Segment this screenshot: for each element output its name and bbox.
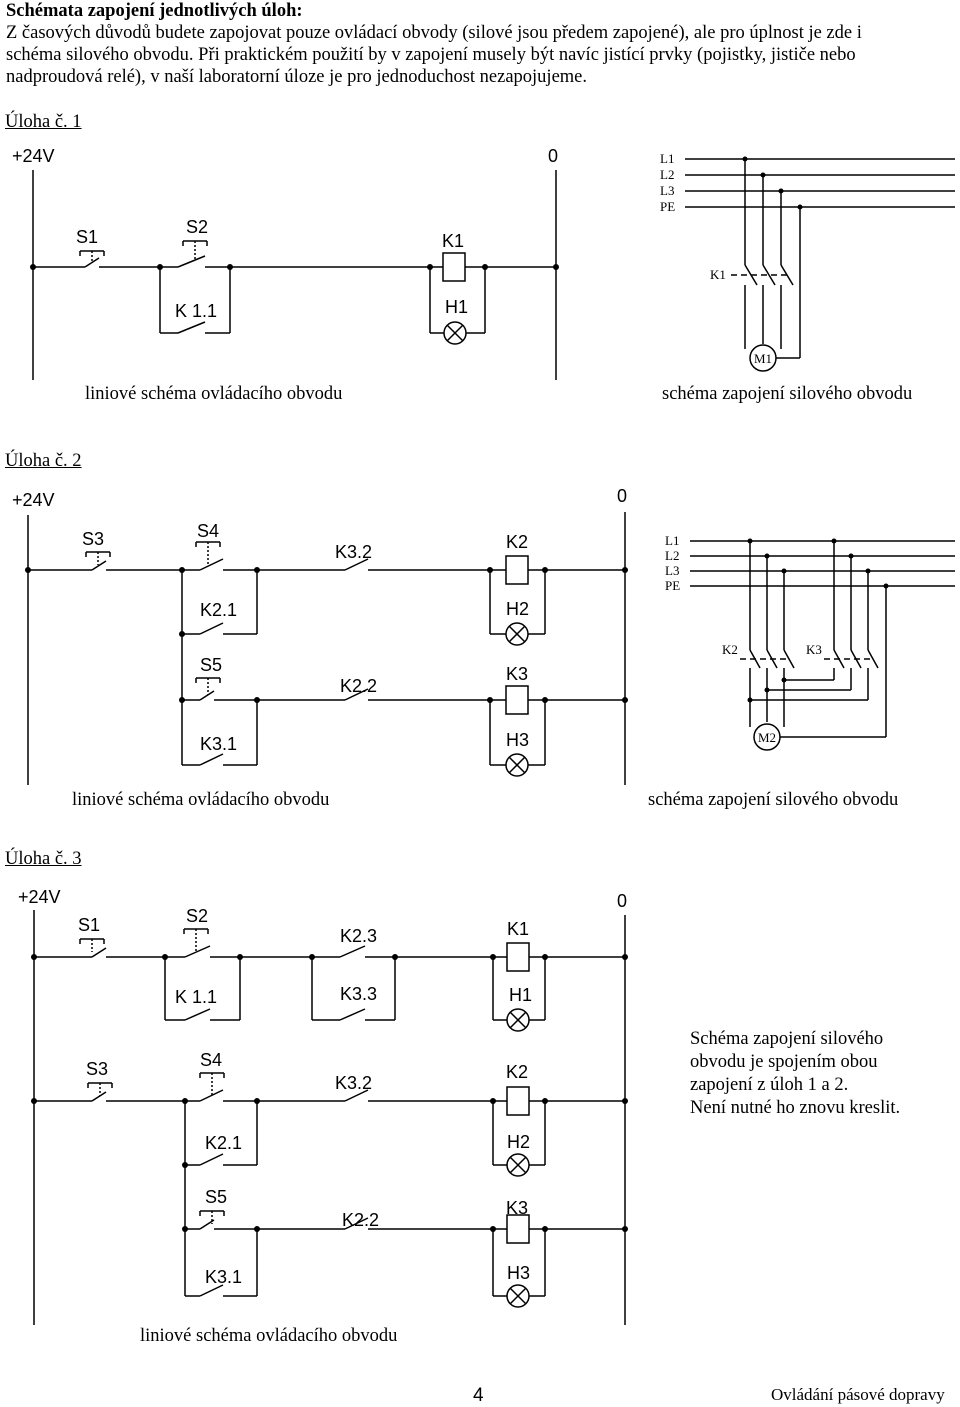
task3-label-k23: K2.3 <box>340 926 377 946</box>
task2-label-s3: S3 <box>82 529 104 549</box>
intro-text: Schémata zapojení jednotlivých úloh: Z č… <box>6 0 951 88</box>
task2-power-k3: K3 <box>806 642 822 657</box>
task1-caption-right: schéma zapojení silového obvodu <box>662 384 913 404</box>
task2-supply-zero: 0 <box>617 486 627 506</box>
task2-power-l1: L1 <box>665 533 679 548</box>
task1-title: Úloha č. 1 <box>5 112 82 132</box>
task2-label-k2: K2 <box>506 532 528 552</box>
task3-caption-left: liniové schéma ovládacího obvodu <box>140 1326 398 1346</box>
task2-label-k31: K3.1 <box>200 734 237 754</box>
task3-supply-plus: +24V <box>18 887 61 907</box>
task1-supply-plus: +24V <box>12 146 55 166</box>
task3-control-circuit: +24V 0 S1 S2 K2.3 K1 K 1.1 <box>18 887 628 1325</box>
task3-label-s2: S2 <box>186 906 208 926</box>
page-number: 4 <box>473 1385 484 1406</box>
task2-caption-left: liniové schéma ovládacího obvodu <box>72 790 330 810</box>
task2-label-k3: K3 <box>506 664 528 684</box>
task1-control-circuit: +24V 0 S1 S2 K1 K 1.1 H1 <box>12 146 559 380</box>
task2-power-pe: PE <box>665 578 680 593</box>
task1-power-m1: M1 <box>754 351 772 366</box>
task1-power-l3: L3 <box>660 183 674 198</box>
task3-supply-zero: 0 <box>617 891 627 911</box>
task3-label-k22: K2.2 <box>342 1210 379 1230</box>
task3-label-h3: H3 <box>507 1263 530 1283</box>
task1-label-k1: K1 <box>442 231 464 251</box>
task2-label-k22: K2.2 <box>340 676 377 696</box>
intro-heading: Schémata zapojení jednotlivých úloh: <box>6 1 303 21</box>
task1-power-l2: L2 <box>660 167 674 182</box>
intro-line-2: schéma silového obvodu. Při praktickém p… <box>6 45 856 65</box>
task1-power-k1: K1 <box>710 267 726 282</box>
task3-label-h2: H2 <box>507 1132 530 1152</box>
task2-supply-plus: +24V <box>12 490 55 510</box>
task3-note: Schéma zapojení silového obvodu je spoje… <box>690 1028 950 1120</box>
task2-label-h3: H3 <box>506 730 529 750</box>
task1-caption-left: liniové schéma ovládacího obvodu <box>85 384 343 404</box>
task3-label-k33: K3.3 <box>340 984 377 1004</box>
task1-label-h1: H1 <box>445 297 468 317</box>
task2-caption-right: schéma zapojení silového obvodu <box>648 790 899 810</box>
task2-control-circuit: +24V 0 S3 S4 K3.2 K2 K2.1 <box>12 486 628 785</box>
task3-label-k31: K3.1 <box>205 1267 242 1287</box>
task3-note-line: zapojení z úloh 1 a 2. <box>690 1075 849 1095</box>
task3-label-s3: S3 <box>86 1059 108 1079</box>
task2-title: Úloha č. 2 <box>5 451 82 471</box>
task2-power-l3: L3 <box>665 563 679 578</box>
task2-power-circuit: L1 L2 L3 PE K2 K3 M2 <box>665 533 955 751</box>
task3-label-k2: K2 <box>506 1062 528 1082</box>
task3-label-s1: S1 <box>78 915 100 935</box>
task2-label-k32: K3.2 <box>335 542 372 562</box>
task2-power-l2: L2 <box>665 548 679 563</box>
task2-power-m2: M2 <box>758 730 776 745</box>
task2-label-k21: K2.1 <box>200 600 237 620</box>
task1-power-l1: L1 <box>660 151 674 166</box>
task3-label-k21: K2.1 <box>205 1133 242 1153</box>
task3-label-k1: K1 <box>507 919 529 939</box>
task1-label-s2: S2 <box>186 217 208 237</box>
task3-note-line: obvodu je spojením obou <box>690 1052 878 1072</box>
task2-power-k2: K2 <box>722 642 738 657</box>
task3-label-s4: S4 <box>200 1050 222 1070</box>
intro-line-1: Z časových důvodů budete zapojovat pouze… <box>6 23 862 43</box>
task3-note-line: Schéma zapojení silového <box>690 1029 884 1049</box>
task1-power-pe: PE <box>660 199 675 214</box>
task3-label-k11: K 1.1 <box>175 987 217 1007</box>
task1-supply-zero: 0 <box>548 146 558 166</box>
task2-label-h2: H2 <box>506 599 529 619</box>
task3-label-h1: H1 <box>509 985 532 1005</box>
task3-label-k32: K3.2 <box>335 1073 372 1093</box>
task1-power-circuit: L1 L2 L3 PE K1 M1 <box>660 151 955 372</box>
footer-title: Ovládání pásové dopravy <box>771 1385 945 1404</box>
task3-label-k3: K3 <box>506 1198 528 1218</box>
task1-label-k11: K 1.1 <box>175 301 217 321</box>
task3-note-line: Není nutné ho znovu kreslit. <box>690 1098 901 1118</box>
task2-label-s4: S4 <box>197 521 219 541</box>
task2-label-s5: S5 <box>200 655 222 675</box>
task1-label-s1: S1 <box>76 227 98 247</box>
task3-title: Úloha č. 3 <box>5 849 82 869</box>
task3-label-s5: S5 <box>205 1187 227 1207</box>
intro-line-3: nadproudová relé), v naší laboratorní úl… <box>6 67 588 87</box>
